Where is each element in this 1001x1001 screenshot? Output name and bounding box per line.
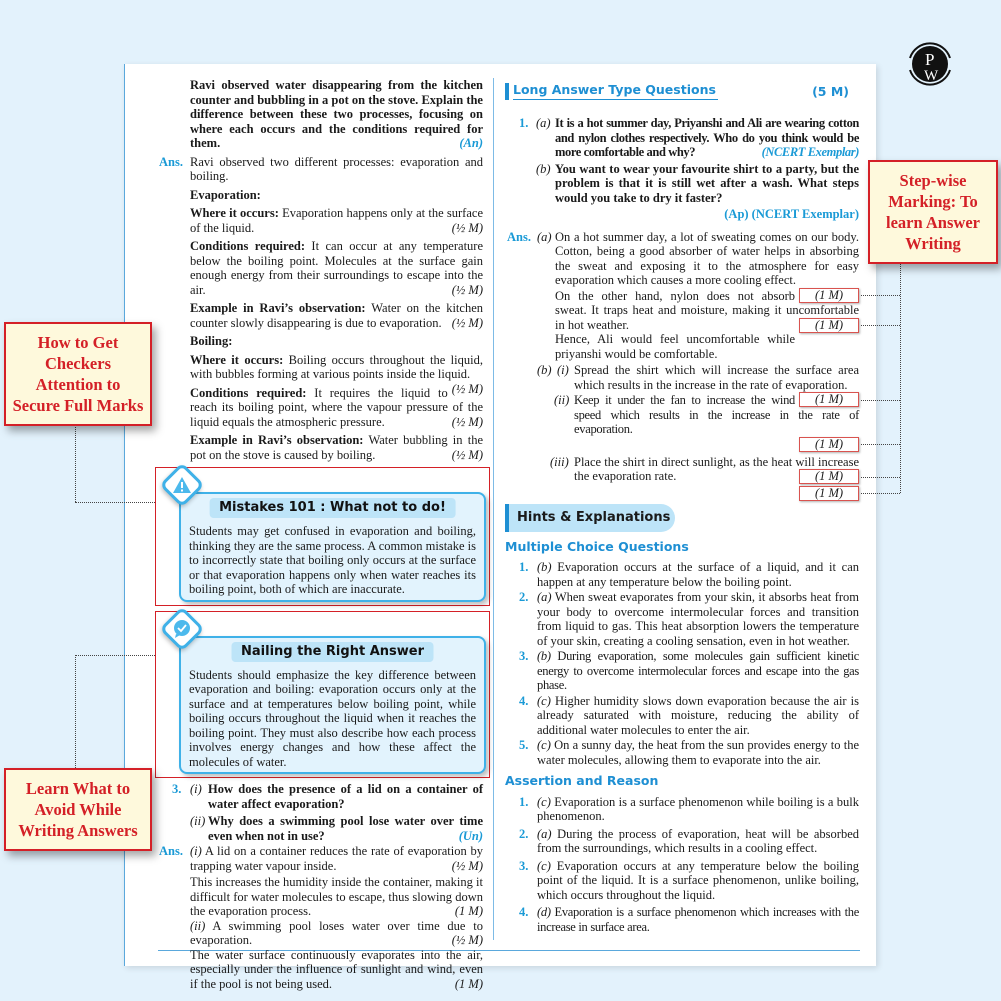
page-bottom-rule [158,950,860,951]
list-item: 4.(c) Higher humidity slows down evapora… [519,693,859,737]
hints-title: Hints & Explanations [517,509,671,525]
callout-checkers-attention: How to Get Checkers Attention to Secure … [4,322,152,426]
list-item: 2.(a) During the process of evaporation,… [519,826,860,856]
mistakes-title: Mistakes 101 : What not to do! [209,498,456,518]
connector-line [75,400,76,502]
connector-line [900,264,901,493]
chat-check-icon [169,616,195,642]
column-divider [493,78,494,940]
list-item: 2.(a) When sweat evaporates from your sk… [519,590,859,648]
list-item: 3.(b) During evaporation, some molecules… [519,649,859,692]
list-item: 1.(b) Evaporation occurs at the surface … [519,560,859,589]
connector-line [861,444,900,445]
list-item: 1.(c) Evaporation is a surface phenomeno… [519,794,859,824]
list-item: 4.(d) Evaporation is a surface phenomeno… [519,905,859,934]
mark-box: (1 M) [799,485,859,501]
long-answer-1: Ans. (a) On a hot summer day, a lot of s… [507,229,859,501]
left-column: Ravi observed water disappearing from th… [155,78,490,991]
mark-box: (1 M) [799,469,859,484]
header-accent-bar [505,83,509,100]
pw-logo: P W [904,38,956,90]
assertion-list: 1.(c) Evaporation is a surface phenomeno… [519,795,859,935]
hints-banner: Hints & Explanations [505,503,675,532]
connector-line [75,655,155,656]
connector-line [861,400,900,401]
mark-box: (1 M) [799,317,859,333]
connector-line [861,295,900,296]
nailing-title: Nailing the Right Answer [231,641,434,662]
section-header: Long Answer Type Questions (5 M) [505,82,859,103]
highlight-frame-mistakes: Mistakes 101 : What not to do! Students … [155,462,490,606]
mcq-heading: Multiple Choice Questions [505,538,689,554]
section-title: Long Answer Type Questions [513,82,718,100]
section-heading: Boiling: [190,334,233,348]
connector-line [861,493,900,494]
connector-line [75,655,76,768]
question-3: 3. (i) How does the presence of a lid on… [159,782,483,991]
callout-stepwise-marking: Step-wise Marking: To learn Answer Writi… [868,160,998,264]
mistakes-box: Mistakes 101 : What not to do! Students … [179,492,486,602]
nailing-box: Nailing the Right Answer Students should… [179,635,486,774]
level-tag: (An) [459,136,483,150]
section-heading: Evaporation: [190,187,261,202]
section-marks: (5 M) [812,84,849,99]
list-item: 5.(c) On a sunny day, the heat from the … [519,738,859,767]
right-column: Long Answer Type Questions (5 M) 1. (a) … [505,82,859,935]
list-item: 3.(c) Evaporation occurs at any temperat… [519,858,859,902]
callout-avoid-mistakes: Learn What to Avoid While Writing Answer… [4,768,152,851]
nailing-text: Students should emphasize the key differ… [189,667,476,769]
highlight-frame-nailing: Nailing the Right Answer Students should… [155,605,490,778]
connector-line [861,325,900,326]
long-question-1: 1. (a) It is a hot summer day, Priyanshi… [519,116,859,221]
connector-line [75,502,155,503]
mark-box: (1 M) [799,287,859,303]
question-2: Ravi observed water disappearing from th… [190,78,483,150]
svg-text:P: P [925,50,934,69]
q3-ans-label: Ans. [159,844,183,858]
mark-box: (1 M) [799,392,859,407]
svg-text:W: W [924,68,939,84]
mistakes-text: Students may get confused in evaporation… [189,524,476,596]
mark-box: (1 M) [799,436,859,452]
assertion-heading: Assertion and Reason [505,773,659,788]
connector-line [861,477,900,478]
q3-ii-label: (ii) [190,814,206,828]
mcq-list: 1.(b) Evaporation occurs at the surface … [519,560,859,767]
warning-icon [169,472,195,498]
ans-label: Ans. [159,154,183,169]
